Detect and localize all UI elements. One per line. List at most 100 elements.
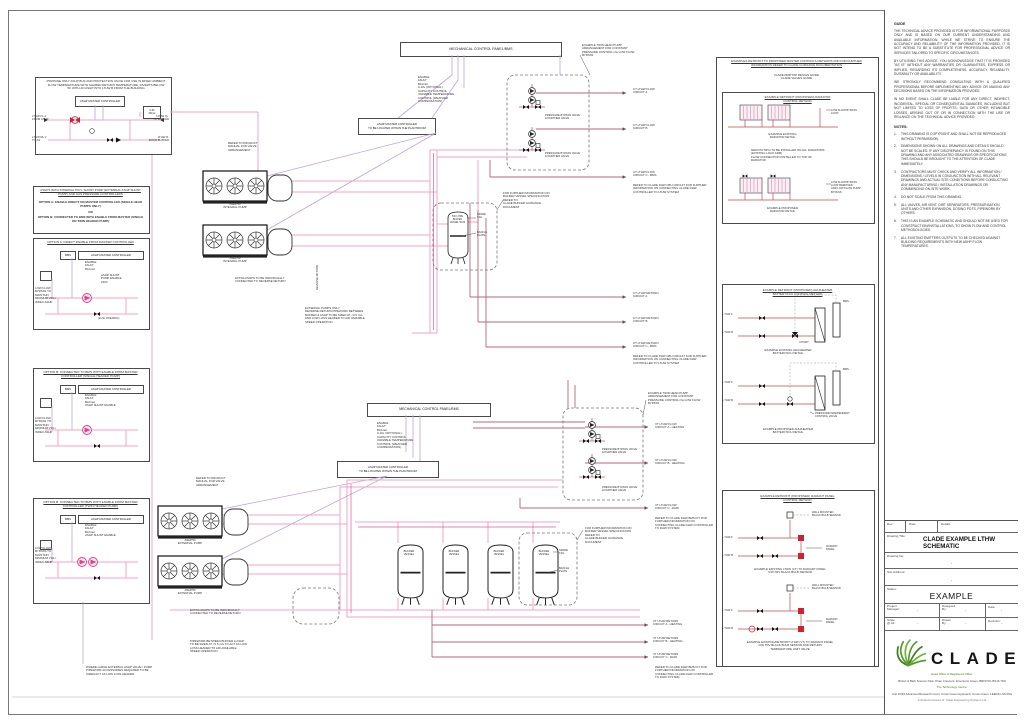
pump-set	[519, 84, 545, 109]
flexible-connector	[267, 228, 293, 256]
scale-value: -	[916, 621, 919, 625]
address-line: A limited business of: Clade Engineering…	[917, 698, 987, 702]
buffer-cloud	[432, 202, 498, 271]
ahu-detail	[738, 294, 841, 415]
circuit-label: CT LTHW FLOW CIRCUIT B	[633, 123, 655, 131]
annotation-label: LOW FLOW BYPASS LOOP REMOVED AND LOW FLO…	[831, 181, 861, 194]
protection-valve-detail	[44, 116, 164, 143]
annotation-label: EXTRA ASHPS TO BE INDIVIDUALLY CONNECTED…	[235, 276, 286, 284]
date-label: Date	[909, 522, 916, 526]
ashp-master-controller-box: ASHP MASTER CONTROLLER	[78, 515, 144, 524]
address-line: Unit 10/15 Advanced Research Court, Cros…	[891, 691, 1013, 696]
option-b2-box	[33, 498, 150, 604]
propane-note: PROPANE ONLY ASHP BUS AND PROTECTION VAL…	[46, 79, 166, 91]
note-item: 3.CONTRACTORS MUST CHECK AND VERIFY ALL …	[894, 169, 1008, 191]
circuit-label: VT LTHW FLOW CIRCUIT C - DHW	[655, 503, 680, 511]
drawn-by: -	[964, 621, 967, 625]
address-line: Bristol & Bath Science Park, Dirac Cresc…	[898, 678, 1006, 683]
annotation-label: REFER TO CLADE DHW BMS KIT FOR FURTHER I…	[655, 665, 714, 680]
circuit-label: CT LTHW FLOW CIRCUIT C - BMS	[633, 170, 657, 178]
ex2-title: EXAMPLE RETROFIT (PROPOSED) AHU/HEATER B…	[762, 288, 833, 296]
annotation-label: L.THW F	[722, 381, 733, 384]
annotation-label: OPTION A: ENABLE DIRECT ON MASTER CONTRO…	[38, 200, 143, 208]
scale-row: Scale @ A1: - Drawn By: - Revision: -	[885, 618, 1018, 631]
annotation-label: EXAMPLE TWIN HEAD PUMP ARRANGEMENT FOR C…	[582, 43, 635, 58]
annotation-label: BUFFER VESSEL	[403, 550, 415, 557]
circuit-label: VT LTHW FLOW CIRCUIT B - HEATING	[655, 458, 685, 466]
ex3-title: EXAMPLE RETROFIT (PROPOSED) RADIANT PANE…	[760, 494, 835, 502]
annotation-label: BUFFER VESSEL	[493, 550, 505, 557]
circuit-label: CT LTHW RETURN CIRCUIT B	[633, 316, 659, 324]
annotation-label: BUFFER VESSEL	[538, 550, 550, 557]
bms-box: BMS	[60, 251, 76, 260]
afv-box	[40, 398, 52, 408]
designed-by: -	[964, 608, 967, 612]
annotation-label: PRESSURE BYPASS VALVE & PARTNER VALVE	[602, 486, 638, 493]
ashp-unit	[157, 555, 223, 589]
annotation-label: ENABLE FAULT BACnet ASHP SHUNT ENABLE	[85, 393, 116, 408]
ashp-master-controller-box: ASHP MASTER CONTROLLER	[75, 96, 125, 107]
annotation-label: SPARE TAG	[559, 549, 568, 556]
circuit-label: CT LTHW RETURN CIRCUIT A	[633, 291, 659, 299]
drawing-no-row: Drawing No: -	[885, 553, 1018, 569]
revision-clouds	[292, 74, 644, 625]
annotation-label: OPTION B: CONNECTED TO BMS WITH ENABLE F…	[37, 215, 144, 223]
pump-set	[579, 454, 605, 479]
annotation-label: BAFFLE PLATE	[477, 231, 488, 238]
annotation-label: EXAMPLE PROPOSED RADIATOR DETAIL	[767, 206, 798, 214]
annotation-label: FOR FURTHER INFORMATION ON BUFFER VESSEL…	[503, 191, 550, 209]
option-circuit	[77, 293, 100, 580]
note-item: 4.DO NOT SCALE FROM THIS DRAWING.	[894, 194, 963, 199]
ashp-master-controller-box: ASHP MASTER CONTROLLER	[78, 251, 144, 260]
propane-detail-box	[35, 77, 172, 155]
option-b1-title: OPTION B: CONNECTED TO BMS WITH ENABLE F…	[43, 370, 138, 378]
clade-logo: CLADE Head Office & Registered Office:Br…	[885, 631, 1018, 715]
annotation-label: L.THW F	[722, 536, 733, 539]
pump-cloud	[562, 407, 644, 501]
circuit-label: CT LTHW RETURN CIRCUIT C - BMS	[633, 341, 659, 349]
annotation-label: SPARE TAG	[477, 213, 486, 220]
site-address-row: Site Address: -	[885, 569, 1018, 586]
pump-set	[519, 127, 545, 152]
annotation-label: ENABLE FAULT BACnet ASHP SHUNT ENABLE	[85, 523, 116, 538]
annotation-label: L.THW R	[722, 331, 734, 334]
guide-paragraphs: THE TECHNICAL ADVICE PROVIDED IS FOR INF…	[894, 29, 1010, 119]
ashp-master-controller-box: ASHP MASTER CONTROLLER	[78, 385, 144, 394]
annotation-label: EXTERNAL PUMPS ONLY: REVERSE RETURN PIPE…	[305, 306, 365, 324]
bms-box: BMS	[60, 385, 76, 394]
controller-location-box: ASHP MASTER CONTROLLER TO BE LOCATED WIT…	[337, 461, 439, 478]
annotation-label: 500 LITRE BUFFER VESSEL 50/30	[449, 216, 466, 224]
buffer-cloud	[518, 532, 578, 606]
rating-box: 0-4b 25mw	[143, 106, 161, 119]
drawing-no: -	[950, 560, 953, 565]
mechanical-control-panel-box: MECHANICAL CONTROL PANEL/BMS	[367, 403, 491, 417]
annotation-label: PIPEWORK BETWEEN BUFFER & ASHP TO BE SIZ…	[190, 639, 247, 654]
pipework-pink	[45, 111, 640, 664]
examples-header: EXAMPLES RETROFIT TO PROPOSED MASTER CON…	[731, 59, 862, 67]
address-line: The Technology Centre:	[936, 685, 968, 689]
ashp-unit	[202, 224, 268, 258]
annotation-label: (2x/3x OPENING)	[98, 317, 120, 320]
annotation-label: ASHP SHUNT PUMP ENABLE 240V	[101, 273, 122, 284]
annotation-label: PRESSURE INDEPENDENT CONTROL VALVE	[815, 412, 850, 419]
notes-heading: NOTES:	[894, 125, 908, 130]
option-a-box	[33, 238, 150, 330]
note-item: 6.THIS IS AN EXAMPLE SCHEMATIC AND SHOUL…	[894, 219, 1008, 232]
annotation-label: WALL MOUNTED BLACK BULB SENSOR	[812, 511, 841, 518]
annotation-label: BMS	[843, 300, 849, 303]
note-item: 7.ALL EXISTING EMITTERS OUTPUTS TO BE CH…	[894, 235, 1001, 249]
circuit-label: VT LTHW RETURN CIRCUIT A - HEATING	[653, 619, 683, 627]
annotation-label: LTHW R. FROM BUFFER	[148, 135, 169, 143]
mcp1-signals: ENABLE FAULT BACnet 0-10v (OPTIONAL): CA…	[418, 75, 455, 104]
clade-wordmark: CLADE	[931, 649, 1023, 668]
ashp-unit	[202, 170, 268, 204]
annotation-label: RADIANT PANEL	[826, 545, 838, 552]
guide-paragraph: WE STRONGLY RECOMMEND CONSULTING WITH A …	[894, 80, 1010, 94]
options-header: ASHPS WITH INTERNAL PICV, SHUNT PUMP (EX…	[40, 188, 141, 196]
leaf-icon	[896, 639, 927, 667]
reverse-return: REVERSE RETURN	[316, 265, 319, 290]
details-label: Details	[941, 522, 951, 526]
example-ahu-box	[722, 284, 875, 444]
